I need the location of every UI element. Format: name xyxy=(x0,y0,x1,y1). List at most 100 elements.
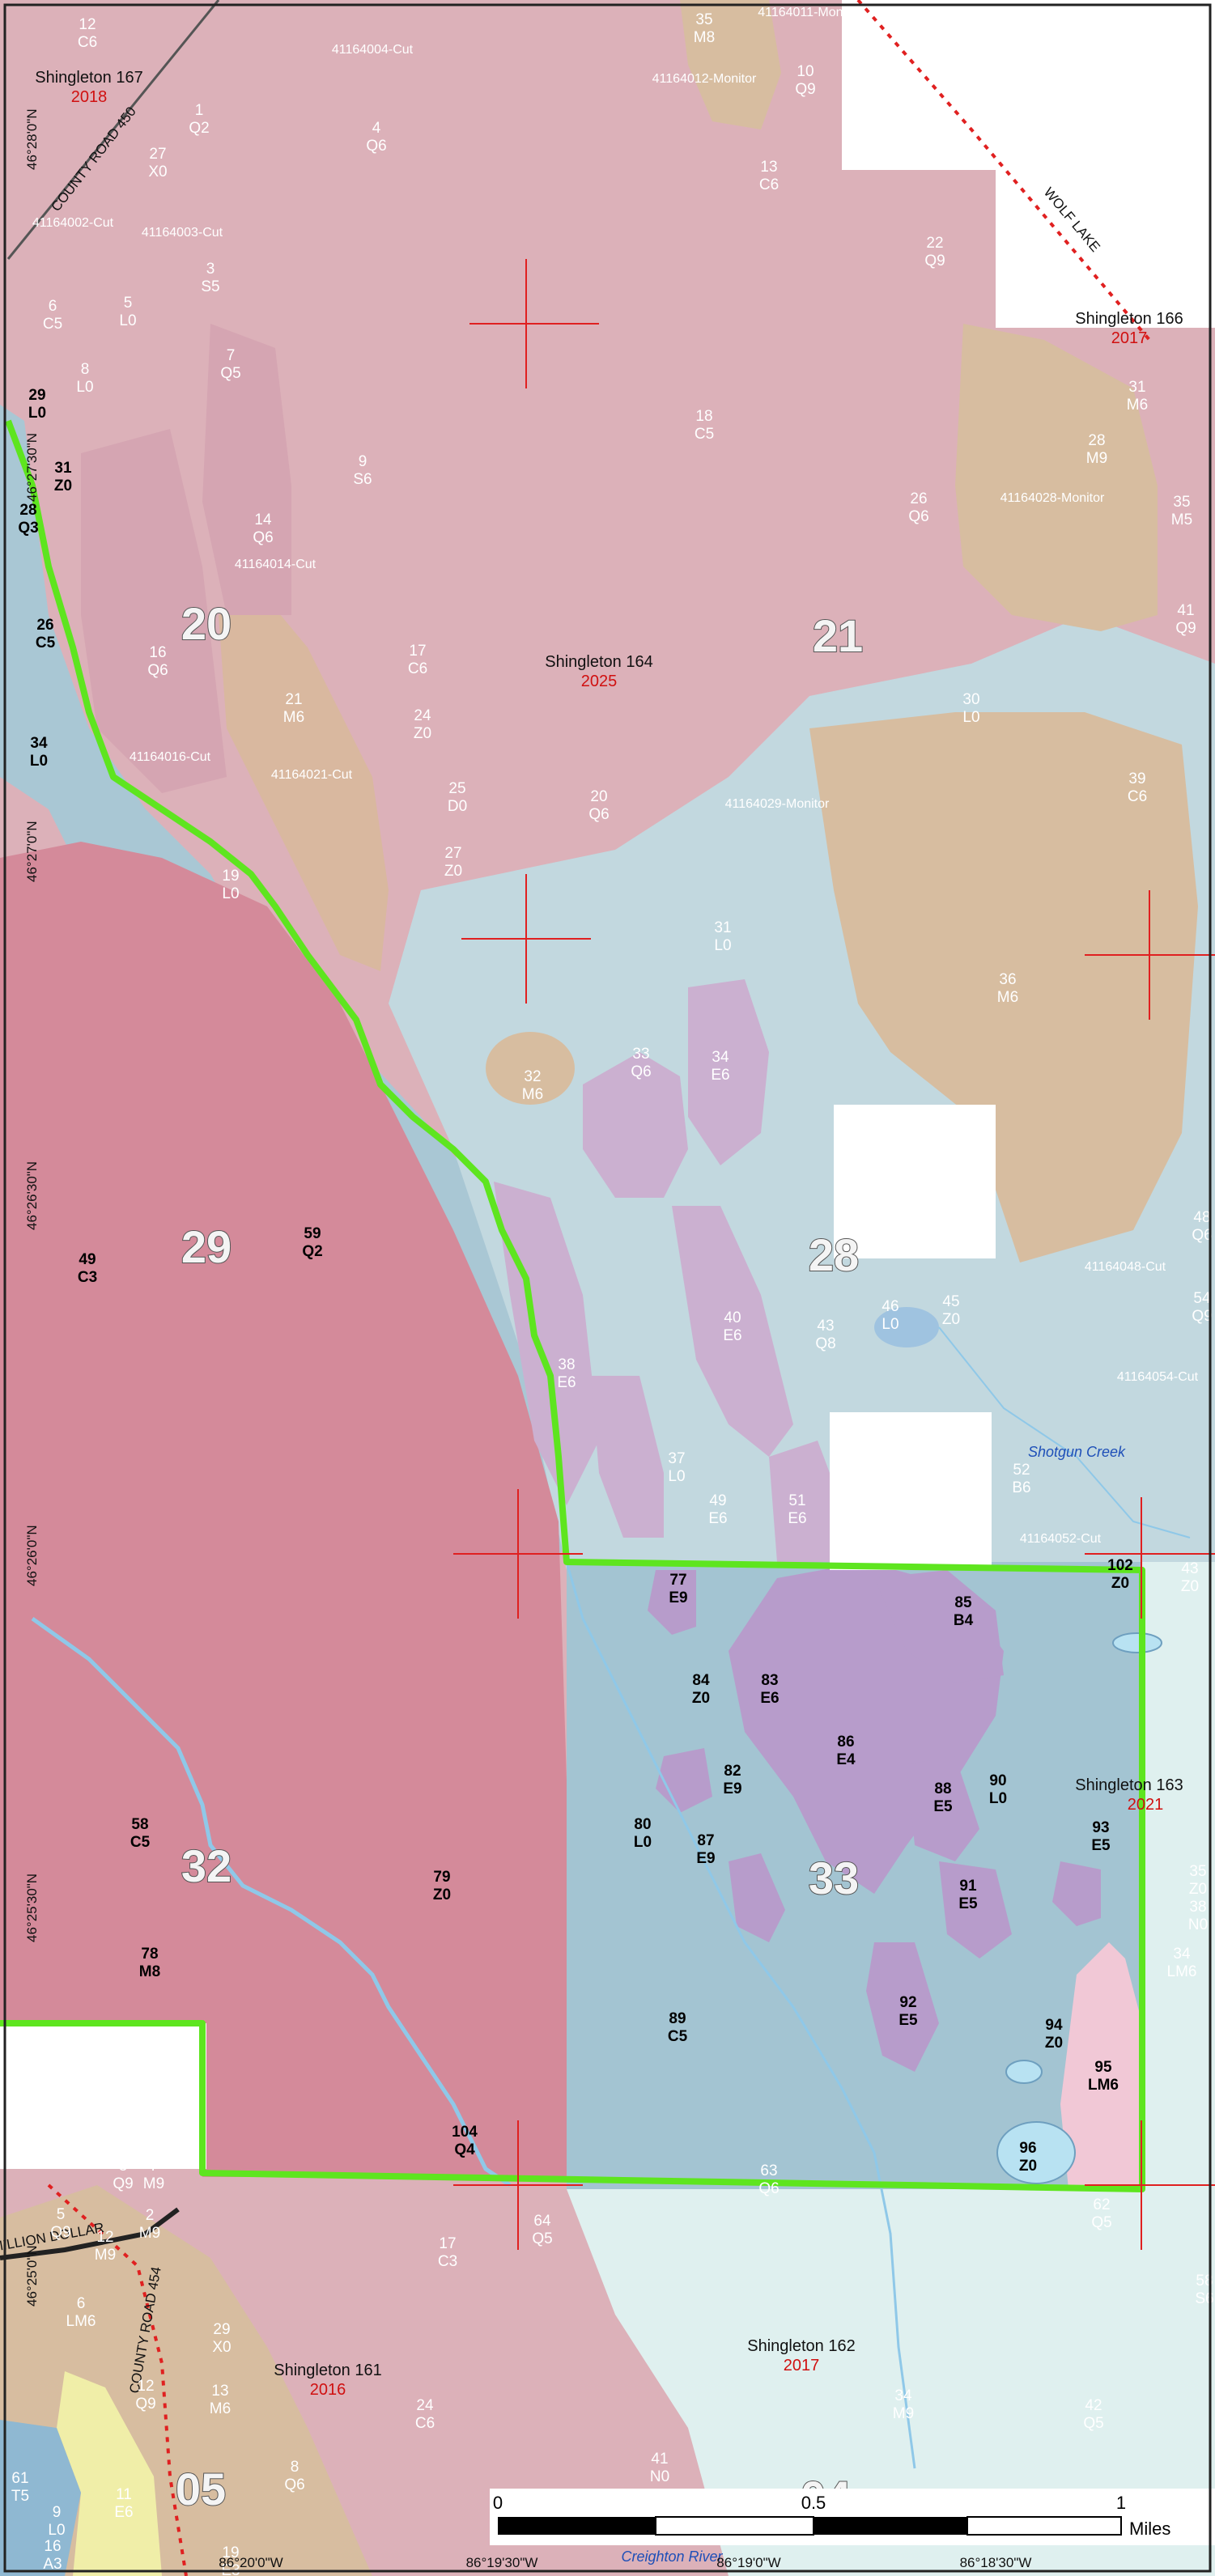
light-purple-stand-33 xyxy=(583,1052,688,1198)
section-label: 28 xyxy=(809,1229,859,1280)
map-frame xyxy=(3,3,1212,2573)
cut-label: 41164052-Cut xyxy=(1020,1532,1102,1546)
light-purple-stand-49 xyxy=(591,1376,664,1538)
cut-label: 41164054-Cut xyxy=(1117,1370,1199,1384)
county-road-450-line xyxy=(6,0,220,260)
lon-label: 86°20'0"W xyxy=(219,2555,283,2570)
green-boundary xyxy=(0,419,1145,2192)
cut-label: 41164002-Cut xyxy=(32,216,114,230)
creeks xyxy=(31,1326,1191,2469)
section-corners xyxy=(453,259,1215,2250)
section-label: 20 xyxy=(181,598,232,649)
private-parcel-28b xyxy=(830,1412,992,1570)
compartment-year: 2018 xyxy=(71,88,108,106)
cut-labels: 41164004-Cut 41164011-Monitor 41164012-M… xyxy=(32,6,1199,1546)
pond-96 xyxy=(996,2121,1076,2184)
cut-label: 41164003-Cut xyxy=(142,226,223,240)
private-parcel-ne2 xyxy=(996,0,1215,328)
cut-label: 41164029-Monitor xyxy=(725,797,830,811)
compartment-year: 2017 xyxy=(1111,329,1148,347)
cut-label: 41164048-Cut xyxy=(1085,1260,1166,1274)
lat-label: 46°27'0"N xyxy=(24,821,40,882)
lat-label: 46°28'0"N xyxy=(24,108,40,170)
section-label: 29 xyxy=(181,1221,232,1272)
cut-label: 41164028-Monitor xyxy=(1000,491,1105,505)
boundaries xyxy=(0,0,1151,2576)
light-purple-stand-51 xyxy=(769,1441,842,1562)
scale-unit: Miles xyxy=(1129,2519,1170,2539)
dark-pink-stand-29-32 xyxy=(0,842,583,2177)
river-west xyxy=(31,1616,512,2188)
river-east xyxy=(565,1561,916,2469)
purple-stand-87 xyxy=(729,1853,785,1942)
scale-tick-label: 1 xyxy=(1116,2493,1126,2513)
purple-stand-88 xyxy=(907,1756,979,1861)
section-label: 21 xyxy=(813,610,863,661)
private-parcel-28a xyxy=(834,1105,996,1258)
scale-bar-segment xyxy=(814,2517,967,2535)
pond-46 xyxy=(874,1307,939,1347)
section-label: 33 xyxy=(809,1852,859,1903)
lon-label: 86°18'30"W xyxy=(960,2555,1032,2570)
light-pink-stand-95 xyxy=(1060,1942,1142,2189)
pale-green-stand-south xyxy=(567,2189,1142,2576)
compartment-year: 2016 xyxy=(310,2381,346,2399)
lon-label: 86°19'0"W xyxy=(716,2555,780,2570)
section-label: 32 xyxy=(181,1840,232,1891)
compartment-year: 2025 xyxy=(581,673,618,690)
scale-tick-label: 0 xyxy=(493,2493,503,2513)
compartment-name: Shingleton 164 xyxy=(545,653,652,671)
cut-label: 41164011-Monitor xyxy=(758,6,861,19)
scale-tick-label: 0.5 xyxy=(801,2493,826,2513)
